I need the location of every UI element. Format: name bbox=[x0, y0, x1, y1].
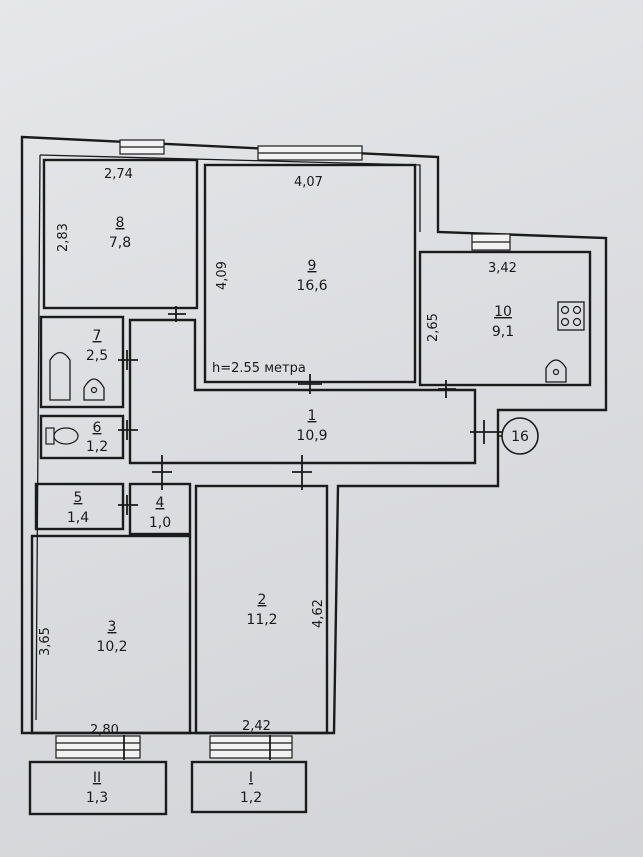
room-2-area: 11,2 bbox=[246, 612, 277, 628]
window-marks bbox=[55, 139, 511, 759]
room-2-dim-bottom: 2,42 bbox=[242, 719, 271, 734]
room-6-number: 6 bbox=[93, 420, 102, 436]
room-5-area: 1,4 bbox=[67, 510, 89, 526]
balcony-II-number: II bbox=[93, 770, 101, 786]
door-marks bbox=[118, 306, 502, 760]
room-10-dim-top: 3,42 bbox=[488, 261, 517, 276]
stove-icon bbox=[557, 301, 585, 331]
balcony-I-number: I bbox=[249, 770, 253, 786]
room-8-outline bbox=[42, 158, 199, 310]
room-8-dim-side: 2,83 bbox=[56, 223, 71, 252]
height-note: h=2.55 метра bbox=[212, 361, 306, 376]
sink-icon bbox=[83, 378, 105, 401]
room-5-number: 5 bbox=[74, 490, 83, 506]
room-10-dim-side: 2,65 bbox=[426, 313, 441, 342]
room-3-area: 10,2 bbox=[96, 639, 127, 655]
room-7-outline bbox=[39, 315, 125, 409]
room-6-outline bbox=[39, 414, 125, 460]
balcony-II-area: 1,3 bbox=[86, 790, 108, 806]
stair-marker-label: 16 bbox=[511, 429, 529, 445]
room-7-area: 2,5 bbox=[86, 348, 108, 364]
room-7-number: 7 bbox=[93, 328, 102, 344]
room-9-dim-side: 4,09 bbox=[215, 261, 230, 290]
room-4-outline bbox=[128, 482, 192, 536]
room-3-outline bbox=[30, 534, 192, 735]
room-5-outline bbox=[34, 482, 125, 531]
room-4-number: 4 bbox=[156, 495, 165, 511]
room-10-number: 10 bbox=[494, 304, 512, 320]
room-3-number: 3 bbox=[108, 619, 117, 635]
room-1-outline bbox=[128, 318, 477, 465]
room-8-area: 7,8 bbox=[109, 235, 131, 251]
room-8-number: 8 bbox=[116, 215, 125, 231]
room-3-dim-bottom: 2,80 bbox=[90, 723, 119, 738]
balcony-I-area: 1,2 bbox=[240, 790, 262, 806]
room-2-dim-side: 4,62 bbox=[311, 599, 326, 628]
room-8-dim-top: 2,74 bbox=[104, 167, 133, 182]
room-2-outline bbox=[194, 484, 329, 735]
room-10-area: 9,1 bbox=[492, 324, 514, 340]
room-6-area: 1,2 bbox=[86, 439, 108, 455]
room-9-dim-top: 4,07 bbox=[294, 175, 323, 190]
balcony-II-outline bbox=[28, 760, 168, 816]
balcony-I-outline bbox=[190, 760, 308, 814]
room-3-dim-side: 3,65 bbox=[38, 627, 53, 656]
room-10-outline bbox=[418, 250, 592, 387]
room-2-number: 2 bbox=[258, 592, 267, 608]
room-1-area: 10,9 bbox=[296, 428, 327, 444]
bathtub-icon bbox=[49, 351, 71, 401]
kitchen-sink-icon bbox=[545, 359, 567, 383]
room-9-area: 16,6 bbox=[296, 278, 327, 294]
room-9-number: 9 bbox=[308, 258, 317, 274]
room-4-area: 1,0 bbox=[149, 515, 171, 531]
toilet-icon bbox=[45, 427, 79, 445]
room-1-number: 1 bbox=[308, 408, 317, 424]
